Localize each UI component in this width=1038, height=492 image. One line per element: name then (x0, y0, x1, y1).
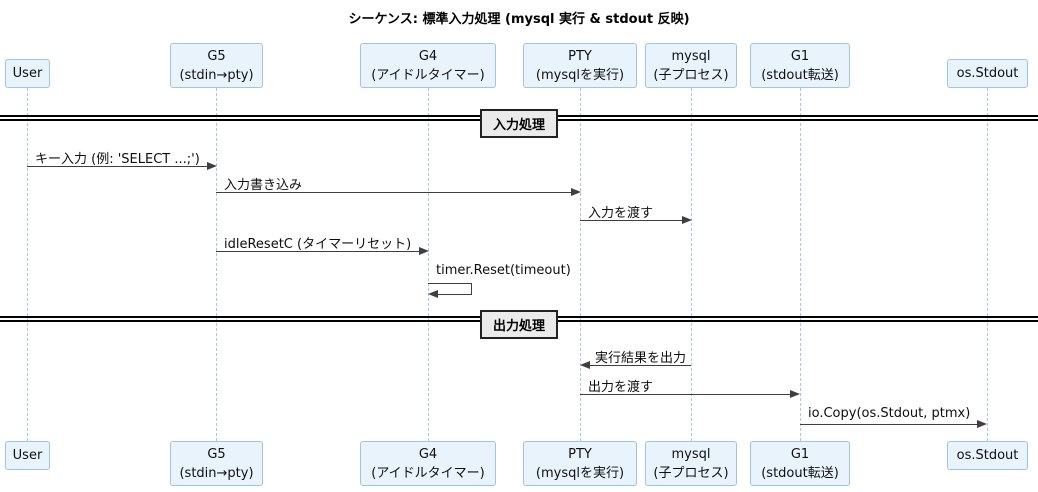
participant-name: PTY (568, 446, 592, 462)
arrowhead-right-icon (419, 247, 429, 255)
participant-top-g5: G5 (stdin→pty) (170, 43, 263, 88)
participant-name: G5 (207, 446, 226, 462)
message-pass-output-label: 出力を渡す (588, 380, 654, 395)
arrowhead-right-icon (977, 420, 987, 428)
participant-name: User (12, 66, 43, 81)
participant-name: G4 (418, 446, 438, 462)
message-pass-output-line (580, 394, 791, 395)
message-timer-reset-line-right (471, 283, 472, 294)
message-timer-reset-label: timer.Reset(timeout) (436, 263, 571, 278)
lifeline-pty (580, 88, 581, 441)
arrowhead-right-icon (682, 216, 692, 224)
lifeline-user (27, 88, 28, 441)
arrowhead-right-icon (571, 188, 581, 196)
participant-name: os.Stdout (956, 448, 1019, 463)
divider-input-label: 入力処理 (479, 109, 559, 138)
message-timer-reset-line-top (428, 283, 472, 284)
participant-bottom-g5: G5 (stdin→pty) (170, 441, 263, 486)
participant-bottom-user: User (5, 441, 50, 470)
participant-subtitle: (mysqlを実行) (535, 465, 625, 481)
participant-top-user: User (5, 59, 50, 88)
participant-top-g1: G1 (stdout転送) (750, 43, 850, 88)
participant-name: mysql (671, 446, 711, 462)
arrowhead-right-icon (790, 390, 800, 398)
divider-output-label: 出力処理 (479, 310, 559, 339)
message-key-input-label: キー入力 (例: 'SELECT ...;') (35, 152, 200, 167)
participant-bottom-mysql: mysql (子プロセス) (645, 441, 737, 486)
lifeline-os-stdout (987, 88, 988, 441)
participant-bottom-os-stdout: os.Stdout (947, 441, 1028, 470)
message-idle-reset-line (216, 251, 420, 252)
participant-subtitle: (stdout転送) (761, 465, 839, 481)
lifeline-g5 (216, 88, 217, 441)
participant-name: G5 (207, 48, 226, 64)
participant-subtitle: (子プロセス) (653, 465, 729, 481)
message-write-input-line (216, 192, 572, 193)
diagram-title: シーケンス: 標準入力処理 (mysql 実行 & stdout 反映) (348, 12, 690, 27)
participant-top-pty: PTY (mysqlを実行) (523, 43, 637, 88)
participant-name: G4 (418, 48, 438, 64)
participant-subtitle: (アイドルタイマー) (371, 67, 485, 83)
message-exec-result-line (589, 365, 691, 366)
message-timer-reset-line-bottom (438, 294, 472, 295)
message-key-input-line (27, 166, 208, 167)
participant-top-os-stdout: os.Stdout (947, 59, 1028, 88)
message-pass-input-label: 入力を渡す (588, 206, 654, 221)
participant-name: PTY (568, 48, 592, 64)
arrowhead-right-icon (207, 162, 217, 170)
participant-top-g4: G4 (アイドルタイマー) (360, 43, 496, 88)
message-io-copy-label: io.Copy(os.Stdout, ptmx) (808, 406, 971, 421)
participant-name: G1 (790, 446, 810, 462)
lifeline-g1 (800, 88, 801, 441)
participant-name: os.Stdout (956, 66, 1019, 81)
message-pass-input-line (580, 220, 683, 221)
participant-subtitle: (mysqlを実行) (535, 67, 625, 83)
participant-subtitle: (アイドルタイマー) (371, 465, 485, 481)
participant-name: mysql (671, 48, 711, 64)
participant-subtitle: (stdin→pty) (179, 465, 254, 481)
arrowhead-left-icon (428, 290, 438, 298)
participant-subtitle: (stdout転送) (761, 67, 839, 83)
participant-bottom-g1: G1 (stdout転送) (750, 441, 850, 486)
lifeline-g4 (428, 88, 429, 441)
message-idle-reset-label: idleResetC (タイマーリセット) (224, 237, 412, 252)
participant-subtitle: (stdin→pty) (179, 67, 254, 83)
participant-bottom-pty: PTY (mysqlを実行) (523, 441, 637, 486)
participant-top-mysql: mysql (子プロセス) (645, 43, 737, 88)
lifeline-mysql (691, 88, 692, 441)
message-io-copy-line (800, 424, 978, 425)
participant-bottom-g4: G4 (アイドルタイマー) (360, 441, 496, 486)
message-exec-result-label: 実行結果を出力 (595, 351, 687, 366)
participant-subtitle: (子プロセス) (653, 67, 729, 83)
participant-name: User (12, 448, 43, 463)
arrowhead-left-icon (580, 361, 590, 369)
message-write-input-label: 入力書き込み (224, 178, 303, 193)
participant-name: G1 (790, 48, 810, 64)
